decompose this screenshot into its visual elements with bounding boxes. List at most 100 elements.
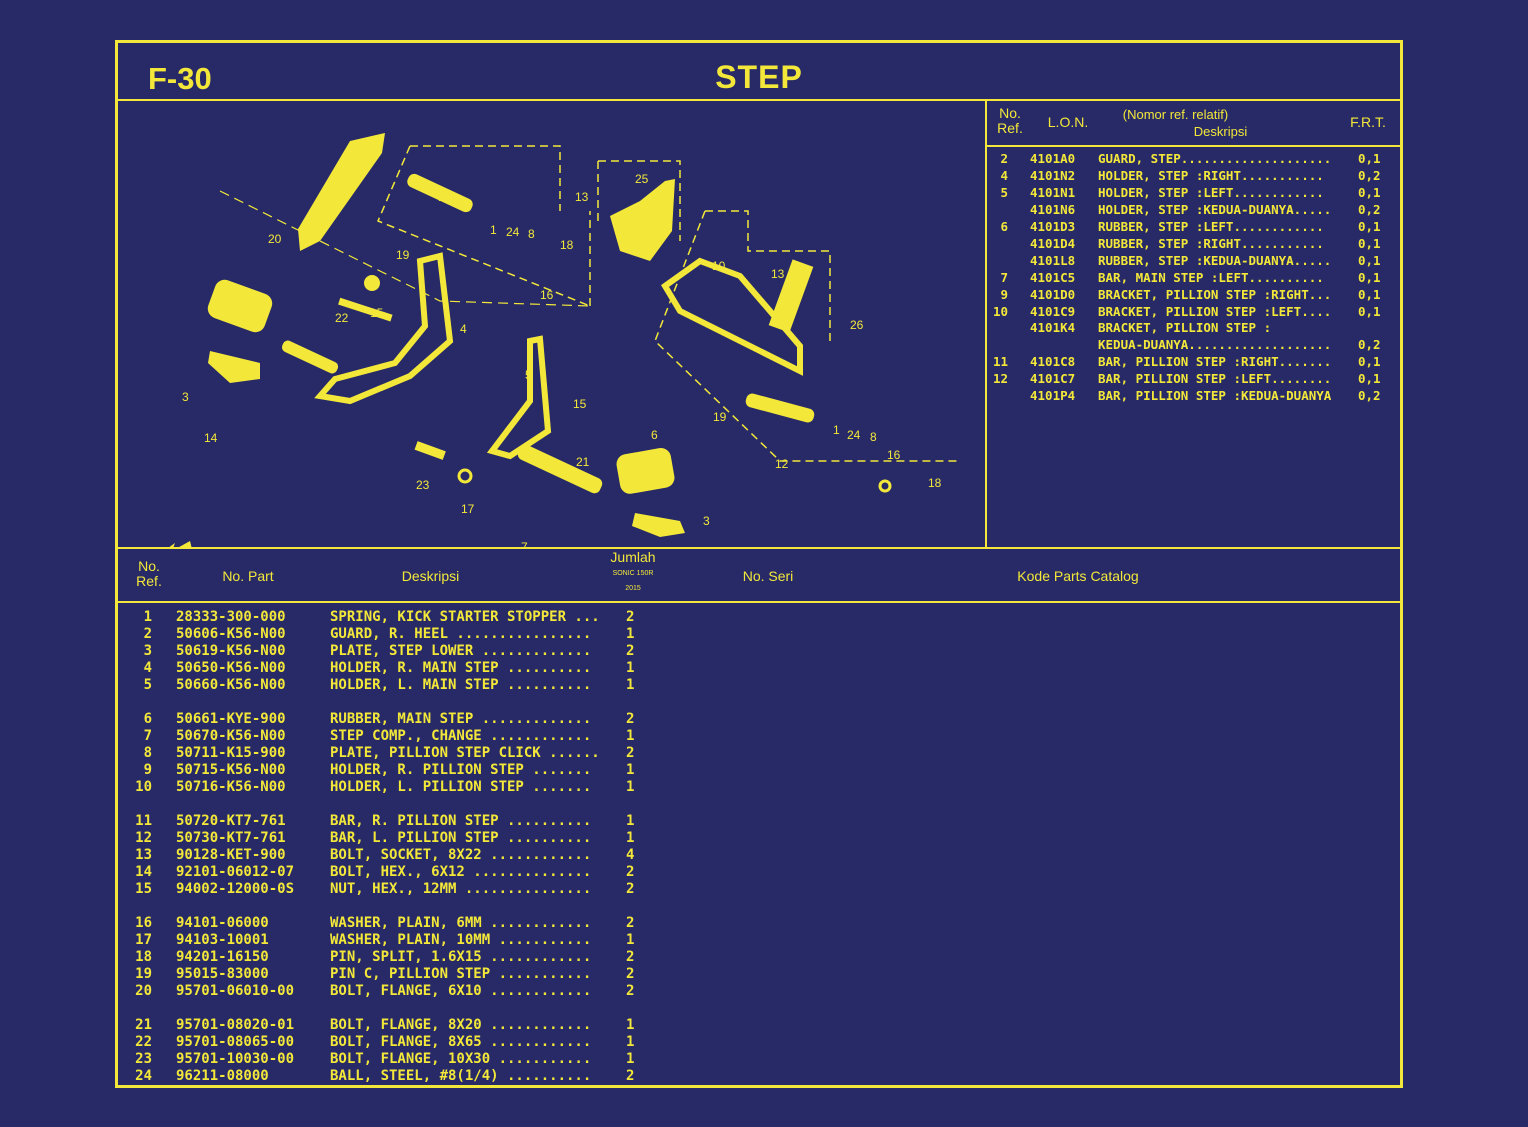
part-ref: 11 xyxy=(135,813,152,829)
lon-header-lon: L.O.N. xyxy=(1047,114,1089,130)
callout-number: 3 xyxy=(182,390,189,404)
callout-number: 12 xyxy=(775,457,789,471)
lon-desc: RUBBER, STEP :RIGHT........... xyxy=(1098,236,1324,251)
part-number: 50606-K56-N00 xyxy=(176,626,286,642)
part-number: 50670-K56-N00 xyxy=(176,728,286,744)
part-qty: 1 xyxy=(626,1034,635,1050)
part-ref: 15 xyxy=(135,881,152,897)
heel-guard-part xyxy=(298,133,385,251)
callout-number: 1 xyxy=(490,223,497,237)
callout-number: 16 xyxy=(540,288,554,302)
parts-header-serial: No. Seri xyxy=(742,568,794,584)
part-ref: 23 xyxy=(135,1051,152,1067)
part-ref: 9 xyxy=(143,762,152,778)
part-desc: RUBBER, MAIN STEP ............. xyxy=(330,711,592,727)
part-qty: 2 xyxy=(626,983,635,999)
part-ref: 22 xyxy=(135,1034,152,1050)
part-qty: 1 xyxy=(626,660,635,676)
part-qty: 1 xyxy=(626,1017,635,1033)
bolt-part xyxy=(338,297,393,322)
callout-number: 17 xyxy=(461,502,475,516)
pillion-holder-part xyxy=(610,179,675,261)
part-number: 50650-K56-N00 xyxy=(176,660,286,676)
callout-number: 22 xyxy=(335,311,349,325)
callout-number: 8 xyxy=(870,430,877,444)
part-ref: 12 xyxy=(135,830,152,846)
part-desc: STEP COMP., CHANGE ............ xyxy=(330,728,592,744)
divider xyxy=(118,601,1400,603)
part-ref: 3 xyxy=(143,643,152,659)
section-title: STEP xyxy=(715,59,803,95)
lon-code: 4101K4 xyxy=(1030,320,1076,335)
part-ref: 14 xyxy=(135,864,152,880)
part-ref: 1 xyxy=(143,609,152,625)
part-desc: HOLDER, L. PILLION STEP ....... xyxy=(330,779,592,795)
part-number: 50661-KYE-900 xyxy=(176,711,286,727)
lon-code: 4101N6 xyxy=(1030,202,1076,217)
callout-number: 15 xyxy=(370,306,384,320)
part-qty: 2 xyxy=(626,966,635,982)
part-number: 50619-K56-N00 xyxy=(176,643,286,659)
rubber-step-part xyxy=(207,279,273,333)
part-desc: PIN, SPLIT, 1.6X15 ............ xyxy=(330,949,592,965)
divider xyxy=(118,547,1400,549)
part-ref: 6 xyxy=(143,711,152,727)
main-step-holder-part xyxy=(314,252,454,405)
lon-desc: HOLDER, STEP :KEDUA-DUANYA..... xyxy=(1098,202,1332,217)
lon-ref: 12 xyxy=(992,371,1008,386)
lon-frt: 0,1 xyxy=(1358,253,1381,268)
callout-number: 24 xyxy=(506,225,520,239)
lon-desc: BAR, PILLION STEP :RIGHT....... xyxy=(1098,354,1332,369)
parts-header-desc: Deskripsi xyxy=(401,568,460,584)
part-desc: BOLT, FLANGE, 8X20 ............ xyxy=(330,1017,592,1033)
divider xyxy=(985,145,1400,147)
part-number: 95701-06010-00 xyxy=(176,983,295,999)
part-qty: 1 xyxy=(626,932,635,948)
part-qty: 2 xyxy=(626,881,635,897)
lon-frt: 0,1 xyxy=(1358,151,1381,166)
rubber-step-part xyxy=(616,448,675,494)
part-desc: BAR, R. PILLION STEP .......... xyxy=(330,813,592,829)
pillion-bar-part xyxy=(745,393,815,423)
lon-ref: 9 xyxy=(1000,287,1008,302)
callout-number: 13 xyxy=(771,267,785,281)
lon-header-frt: F.R.T. xyxy=(1350,114,1386,130)
part-ref: 21 xyxy=(135,1017,152,1033)
part-qty: 2 xyxy=(626,745,635,761)
lon-code: 4101A0 xyxy=(1030,151,1076,166)
parts-header-qty: Jumlah xyxy=(610,549,656,565)
lon-header-desc-2: Deskripsi xyxy=(1193,124,1248,139)
part-number: 50660-K56-N00 xyxy=(176,677,286,693)
part-ref: 7 xyxy=(143,728,152,744)
part-qty: 1 xyxy=(626,779,635,795)
part-ref: 20 xyxy=(135,983,152,999)
part-ref: 2 xyxy=(143,626,152,642)
callout-number: 23 xyxy=(416,478,430,492)
callout-number: 5 xyxy=(525,368,532,382)
part-ref: 13 xyxy=(135,847,152,863)
lon-frt: 0,1 xyxy=(1358,287,1381,302)
lon-code: 4101L8 xyxy=(1030,253,1076,268)
callout-number: 19 xyxy=(713,410,727,424)
direction-arrow-icon xyxy=(169,541,192,547)
callout-number: 19 xyxy=(396,248,410,262)
part-number: 50720-KT7-761 xyxy=(176,813,286,829)
part-number: 94101-06000 xyxy=(176,915,269,931)
part-qty: 4 xyxy=(626,847,635,863)
assembly-outline xyxy=(654,210,958,462)
part-desc: BOLT, FLANGE, 8X65 ............ xyxy=(330,1034,592,1050)
part-qty: 1 xyxy=(626,762,635,778)
part-desc: BOLT, FLANGE, 10X30 ........... xyxy=(330,1051,592,1067)
part-desc: GUARD, R. HEEL ................ xyxy=(330,626,592,642)
lon-ref: 5 xyxy=(1000,185,1008,200)
lon-code: 4101P4 xyxy=(1030,388,1076,403)
callout-number: 4 xyxy=(460,322,467,336)
pillion-bracket-part xyxy=(768,259,814,333)
callout-number: 18 xyxy=(560,238,574,252)
lon-frt: 0,2 xyxy=(1358,388,1381,403)
assembly-outline xyxy=(377,145,591,307)
lon-frt: 0,2 xyxy=(1358,337,1381,352)
lon-frt: 0,1 xyxy=(1358,270,1381,285)
part-number: 95701-08020-01 xyxy=(176,1017,295,1033)
